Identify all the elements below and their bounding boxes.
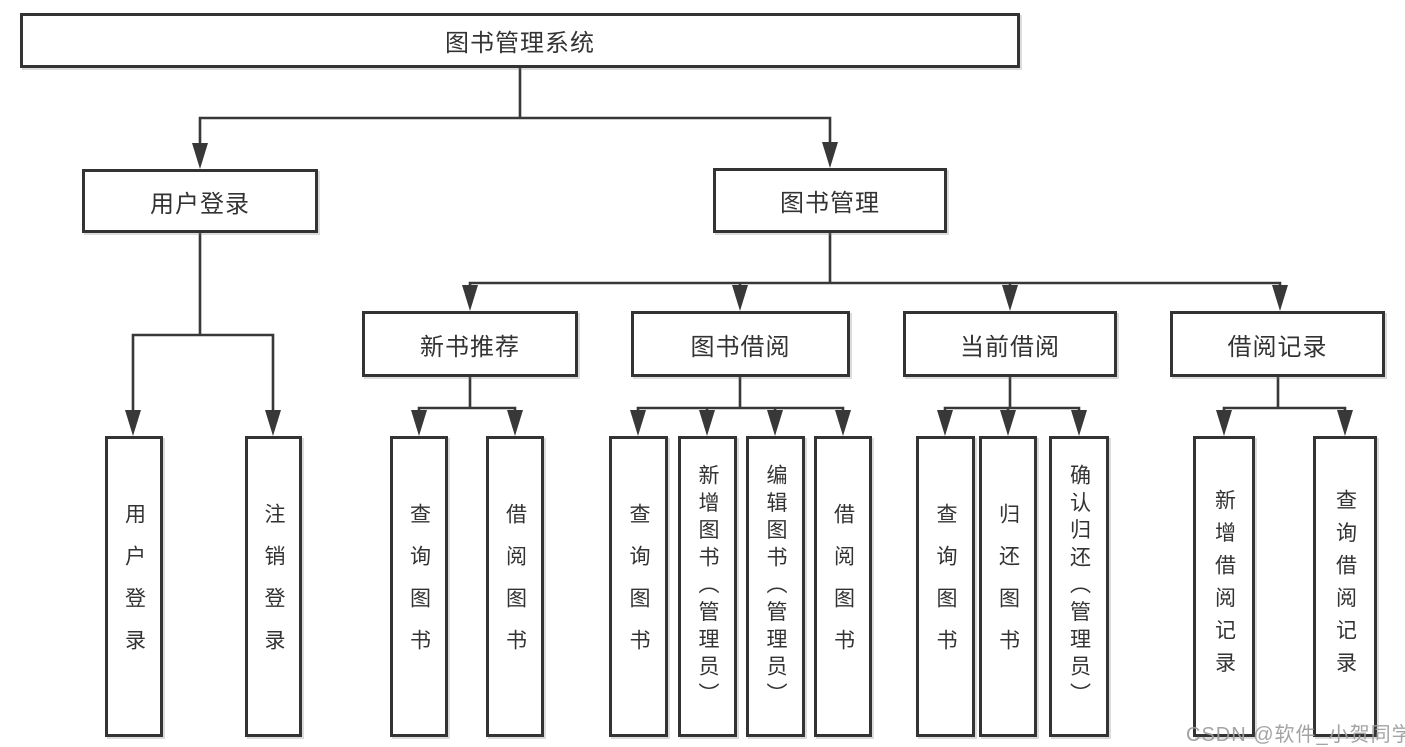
node-book-borrowing: 图书借阅	[631, 311, 850, 377]
node-label: 查询借阅记录	[1333, 488, 1357, 685]
node-book-management-branch: 图书管理	[713, 168, 947, 233]
node-leaf-confirm-return-admin: 确认归还（管理员）	[1049, 436, 1109, 737]
node-leaf-user-login: 用户登录	[105, 436, 163, 737]
node-borrowing-records: 借阅记录	[1170, 311, 1385, 377]
node-leaf-borrow-books-2: 借阅图书	[814, 436, 872, 737]
arrowhead	[1272, 285, 1288, 311]
node-leaf-query-books-2: 查询图书	[609, 436, 668, 737]
node-label: 借阅图书	[503, 502, 527, 671]
node-new-book-recommend: 新书推荐	[362, 311, 578, 377]
node-current-borrowing: 当前借阅	[903, 311, 1117, 377]
node-label: 图书借阅	[690, 333, 791, 361]
node-leaf-query-borrow-record: 查询借阅记录	[1313, 436, 1377, 737]
arrowhead	[1002, 285, 1018, 311]
node-label: 图书管理	[780, 190, 880, 217]
node-user-login-branch: 用户登录	[82, 169, 318, 233]
node-leaf-query-books-1: 查询图书	[390, 436, 448, 737]
node-label: 借阅图书	[831, 502, 855, 671]
arrowhead	[835, 410, 851, 436]
node-leaf-add-borrow-record: 新增借阅记录	[1193, 436, 1255, 737]
node-label: 编辑图书（管理员）	[764, 463, 787, 710]
arrowhead	[630, 410, 646, 436]
node-leaf-add-books-admin: 新增图书（管理员）	[678, 436, 737, 737]
node-label: 查询图书	[407, 502, 431, 671]
node-label: 用户登录	[150, 190, 250, 218]
arrowhead	[1071, 410, 1087, 436]
node-label: 归还图书	[996, 502, 1020, 671]
node-leaf-query-books-3: 查询图书	[916, 436, 975, 737]
node-label: 新增图书（管理员）	[696, 463, 719, 710]
arrowheads	[125, 142, 1353, 436]
arrowhead	[265, 410, 281, 436]
node-label: 查询图书	[627, 502, 650, 671]
arrowhead	[732, 285, 748, 311]
arrowhead	[507, 410, 523, 436]
node-leaf-borrow-books-1: 借阅图书	[486, 436, 544, 737]
arrowhead	[1000, 410, 1016, 436]
node-leaf-return-books: 归还图书	[979, 436, 1037, 737]
csdn-watermark: CSDN @软件_小贺同学	[1186, 724, 1405, 746]
arrowhead	[1216, 410, 1232, 436]
node-label: 当前借阅	[960, 333, 1060, 361]
node-label: 确认归还（管理员）	[1067, 463, 1091, 710]
node-label: 用户登录	[122, 502, 146, 671]
arrowhead	[125, 410, 141, 436]
node-library-management-system: 图书管理系统	[20, 13, 1020, 68]
arrowhead	[1337, 410, 1353, 436]
node-leaf-edit-books-admin: 编辑图书（管理员）	[746, 436, 805, 737]
node-label: 注销登录	[262, 502, 285, 671]
arrowhead	[192, 143, 208, 169]
arrowhead	[937, 410, 953, 436]
arrowhead	[462, 285, 478, 311]
arrowhead	[767, 410, 783, 436]
arrowhead	[822, 142, 838, 168]
node-label: 新书推荐	[420, 333, 520, 361]
node-label: 借阅记录	[1227, 333, 1328, 361]
node-label: 查询图书	[934, 502, 957, 671]
node-leaf-logout: 注销登录	[245, 436, 302, 737]
node-label: 图书管理系统	[445, 30, 595, 57]
arrowhead	[699, 410, 715, 436]
arrowhead	[411, 410, 427, 436]
node-label: 新增借阅记录	[1212, 488, 1236, 685]
